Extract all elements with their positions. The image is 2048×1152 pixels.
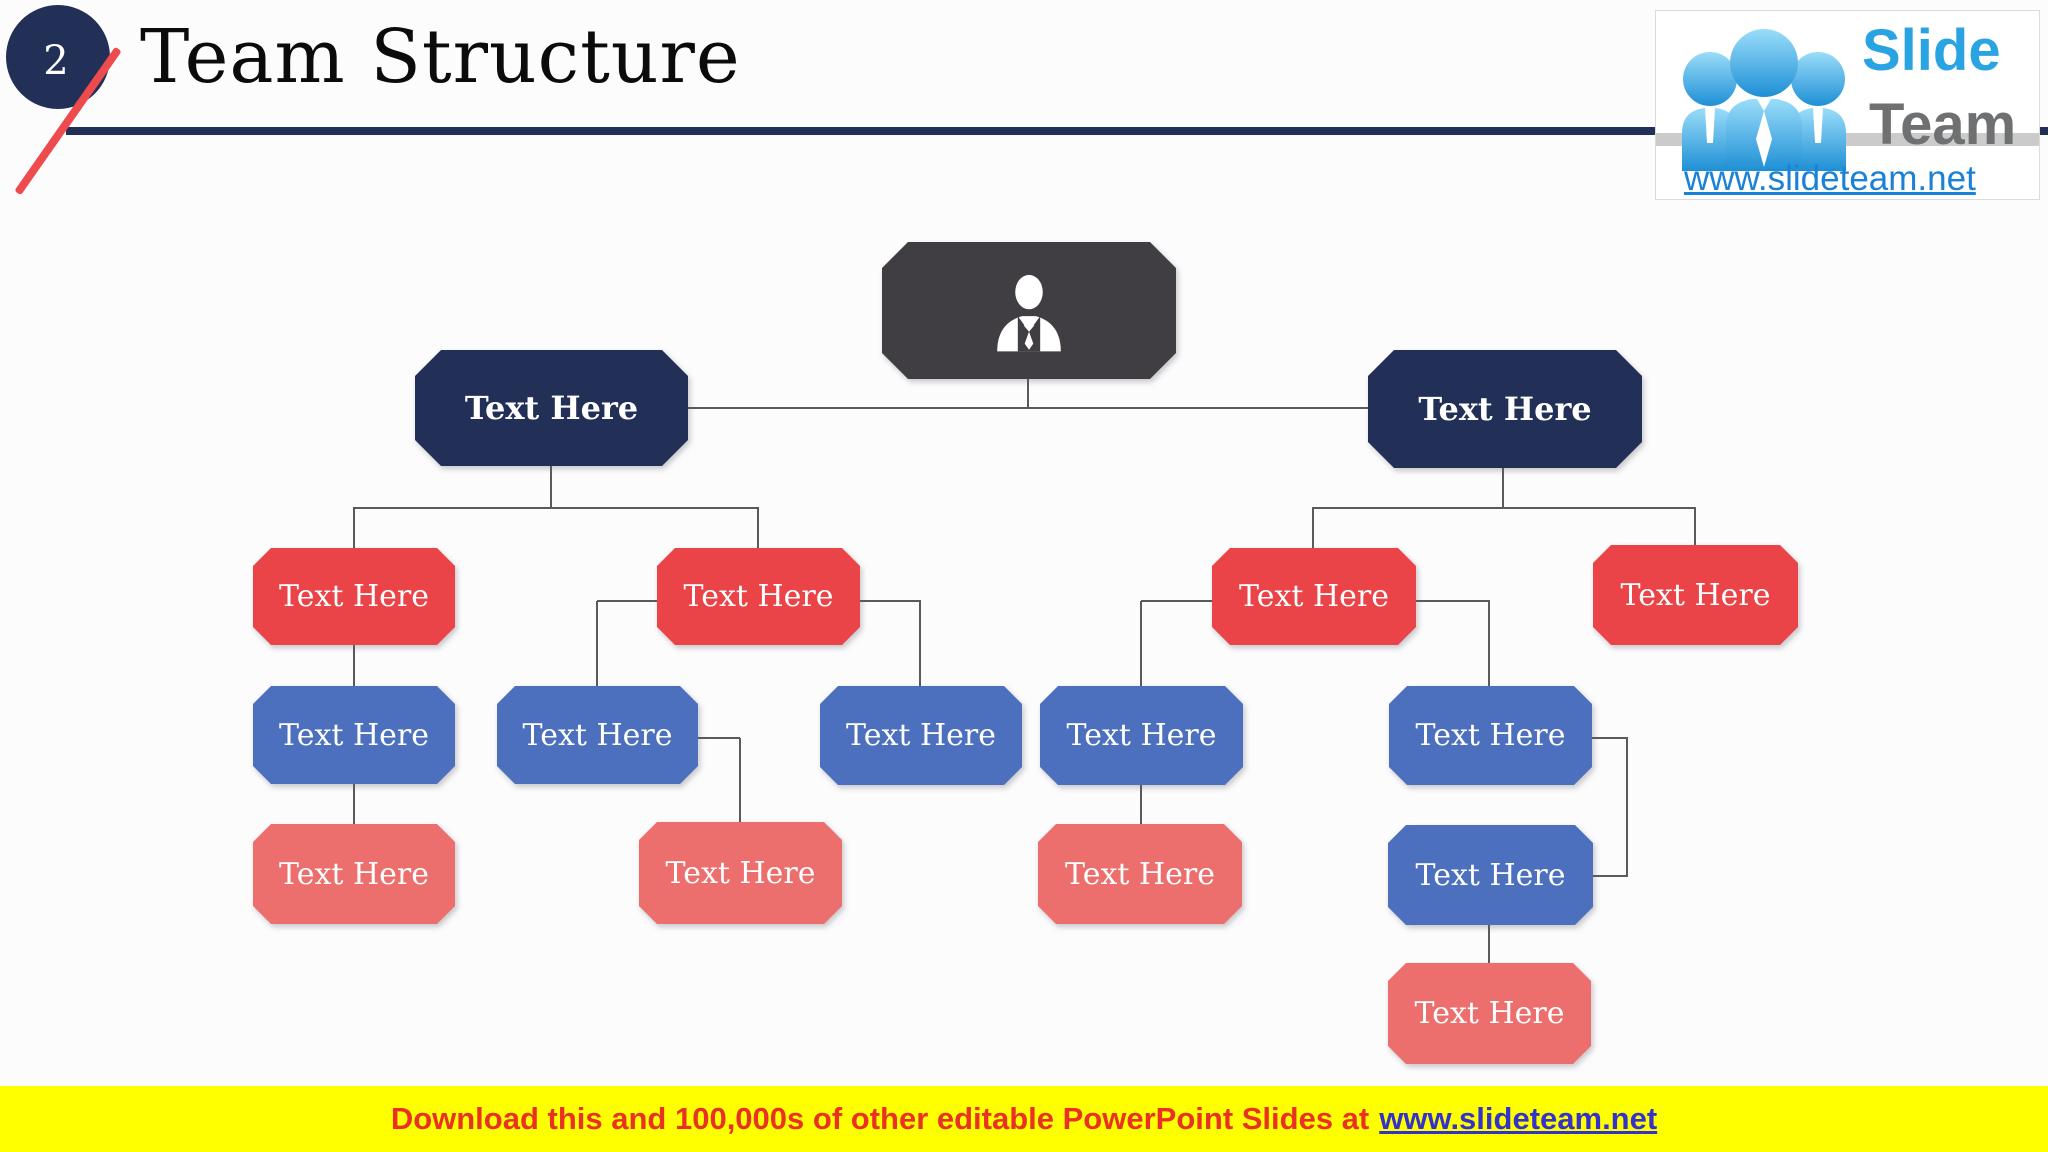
org-node-member-right-1a: Text Here (1040, 686, 1243, 785)
title-underline-rule (66, 127, 2048, 135)
node-shape (820, 686, 1022, 785)
connector (688, 407, 1368, 409)
connector (1027, 379, 1029, 409)
node-label: Text Here (1066, 718, 1217, 753)
node-label: Text Here (279, 717, 429, 753)
connector (1140, 785, 1142, 824)
node-shape (639, 822, 842, 924)
org-node-sub-left-2a: Text Here (639, 822, 842, 924)
node-label: Text Here (1418, 390, 1592, 428)
connector (757, 508, 759, 548)
connector (739, 738, 741, 822)
connector (1488, 925, 1490, 963)
node-label: Text Here (464, 389, 639, 427)
connector (1140, 601, 1142, 686)
node-shape (1593, 545, 1798, 645)
org-node-team-left-2: Text Here (657, 548, 860, 645)
node-label: Text Here (846, 718, 996, 753)
node-shape (1368, 350, 1642, 468)
org-node-team-left-1: Text Here (253, 548, 455, 645)
connector (550, 466, 552, 508)
connector (596, 601, 598, 686)
node-shape (882, 242, 1176, 379)
connector (698, 737, 740, 739)
page-number-badge: 2 (6, 5, 110, 109)
org-node-leader (882, 242, 1176, 379)
connector (353, 784, 355, 824)
node-shape (415, 350, 688, 466)
node-label: Text Here (665, 855, 816, 891)
node-label: Text Here (522, 717, 673, 753)
node-label: Text Here (279, 579, 429, 614)
node-shape (253, 686, 455, 784)
slideteam-logo-panel: Slide Team www.slideteam.net (1655, 10, 2040, 200)
logo-url-link[interactable]: www.slideteam.net (1684, 159, 1976, 198)
node-label: Text Here (683, 579, 834, 614)
connector (597, 600, 657, 602)
connector (1592, 737, 1628, 739)
connector (1593, 875, 1627, 877)
person-icon (997, 274, 1061, 351)
connector (1141, 600, 1212, 602)
node-label: Text Here (279, 856, 429, 892)
connector (353, 508, 355, 548)
slide-title: Team Structure (140, 14, 741, 100)
node-label: Text Here (1065, 856, 1215, 892)
org-node-manager-left: Text Here (415, 350, 688, 466)
connector (1488, 601, 1490, 686)
node-shape (1038, 824, 1242, 924)
org-node-member-right-1b: Text Here (1389, 686, 1592, 785)
footer-link[interactable]: www.slideteam.net (1379, 1101, 1658, 1136)
node-shape (253, 548, 455, 645)
connector (1416, 600, 1490, 602)
page-number: 2 (43, 38, 69, 84)
org-node-manager-right: Text Here (1368, 350, 1642, 468)
org-node-sub-right-1a: Text Here (1038, 824, 1242, 924)
node-label: Text Here (1415, 857, 1566, 893)
node-shape (497, 686, 698, 784)
org-node-member-left-1a: Text Here (253, 686, 455, 784)
people-icon (1682, 29, 1846, 171)
org-node-team-right-1: Text Here (1212, 548, 1416, 645)
org-node-sub-left-1a: Text Here (253, 824, 455, 924)
node-shape (1388, 825, 1593, 925)
node-shape (657, 548, 860, 645)
connector (1312, 507, 1696, 509)
node-shape (1389, 686, 1592, 785)
node-label: Text Here (1415, 718, 1566, 753)
footer-bar: Download this and 100,000s of other edit… (0, 1086, 2048, 1152)
node-shape (1388, 963, 1591, 1064)
connector (1312, 508, 1314, 548)
connector (1626, 738, 1628, 877)
node-label: Text Here (1620, 577, 1771, 613)
org-node-sub-right-1b: Text Here (1388, 963, 1591, 1064)
footer-message: Download this and 100,000s of other edit… (390, 1101, 1370, 1136)
node-label: Text Here (1239, 579, 1389, 614)
node-shape (1212, 548, 1416, 645)
node-label: Text Here (1414, 996, 1565, 1031)
connector (860, 600, 921, 602)
logo-brand-team: Team (1869, 92, 2017, 157)
connector (1694, 508, 1696, 545)
connector (353, 645, 355, 686)
connector (1502, 468, 1504, 508)
org-node-member-left-2a: Text Here (497, 686, 698, 784)
connector (919, 601, 921, 686)
org-node-team-right-2: Text Here (1593, 545, 1798, 645)
node-shape (253, 824, 455, 924)
org-node-member-left-2b: Text Here (820, 686, 1022, 785)
connector (353, 507, 759, 509)
node-shape (1040, 686, 1243, 785)
org-node-member-right-1b-child: Text Here (1388, 825, 1593, 925)
logo-brand-slide: Slide (1862, 18, 2001, 83)
